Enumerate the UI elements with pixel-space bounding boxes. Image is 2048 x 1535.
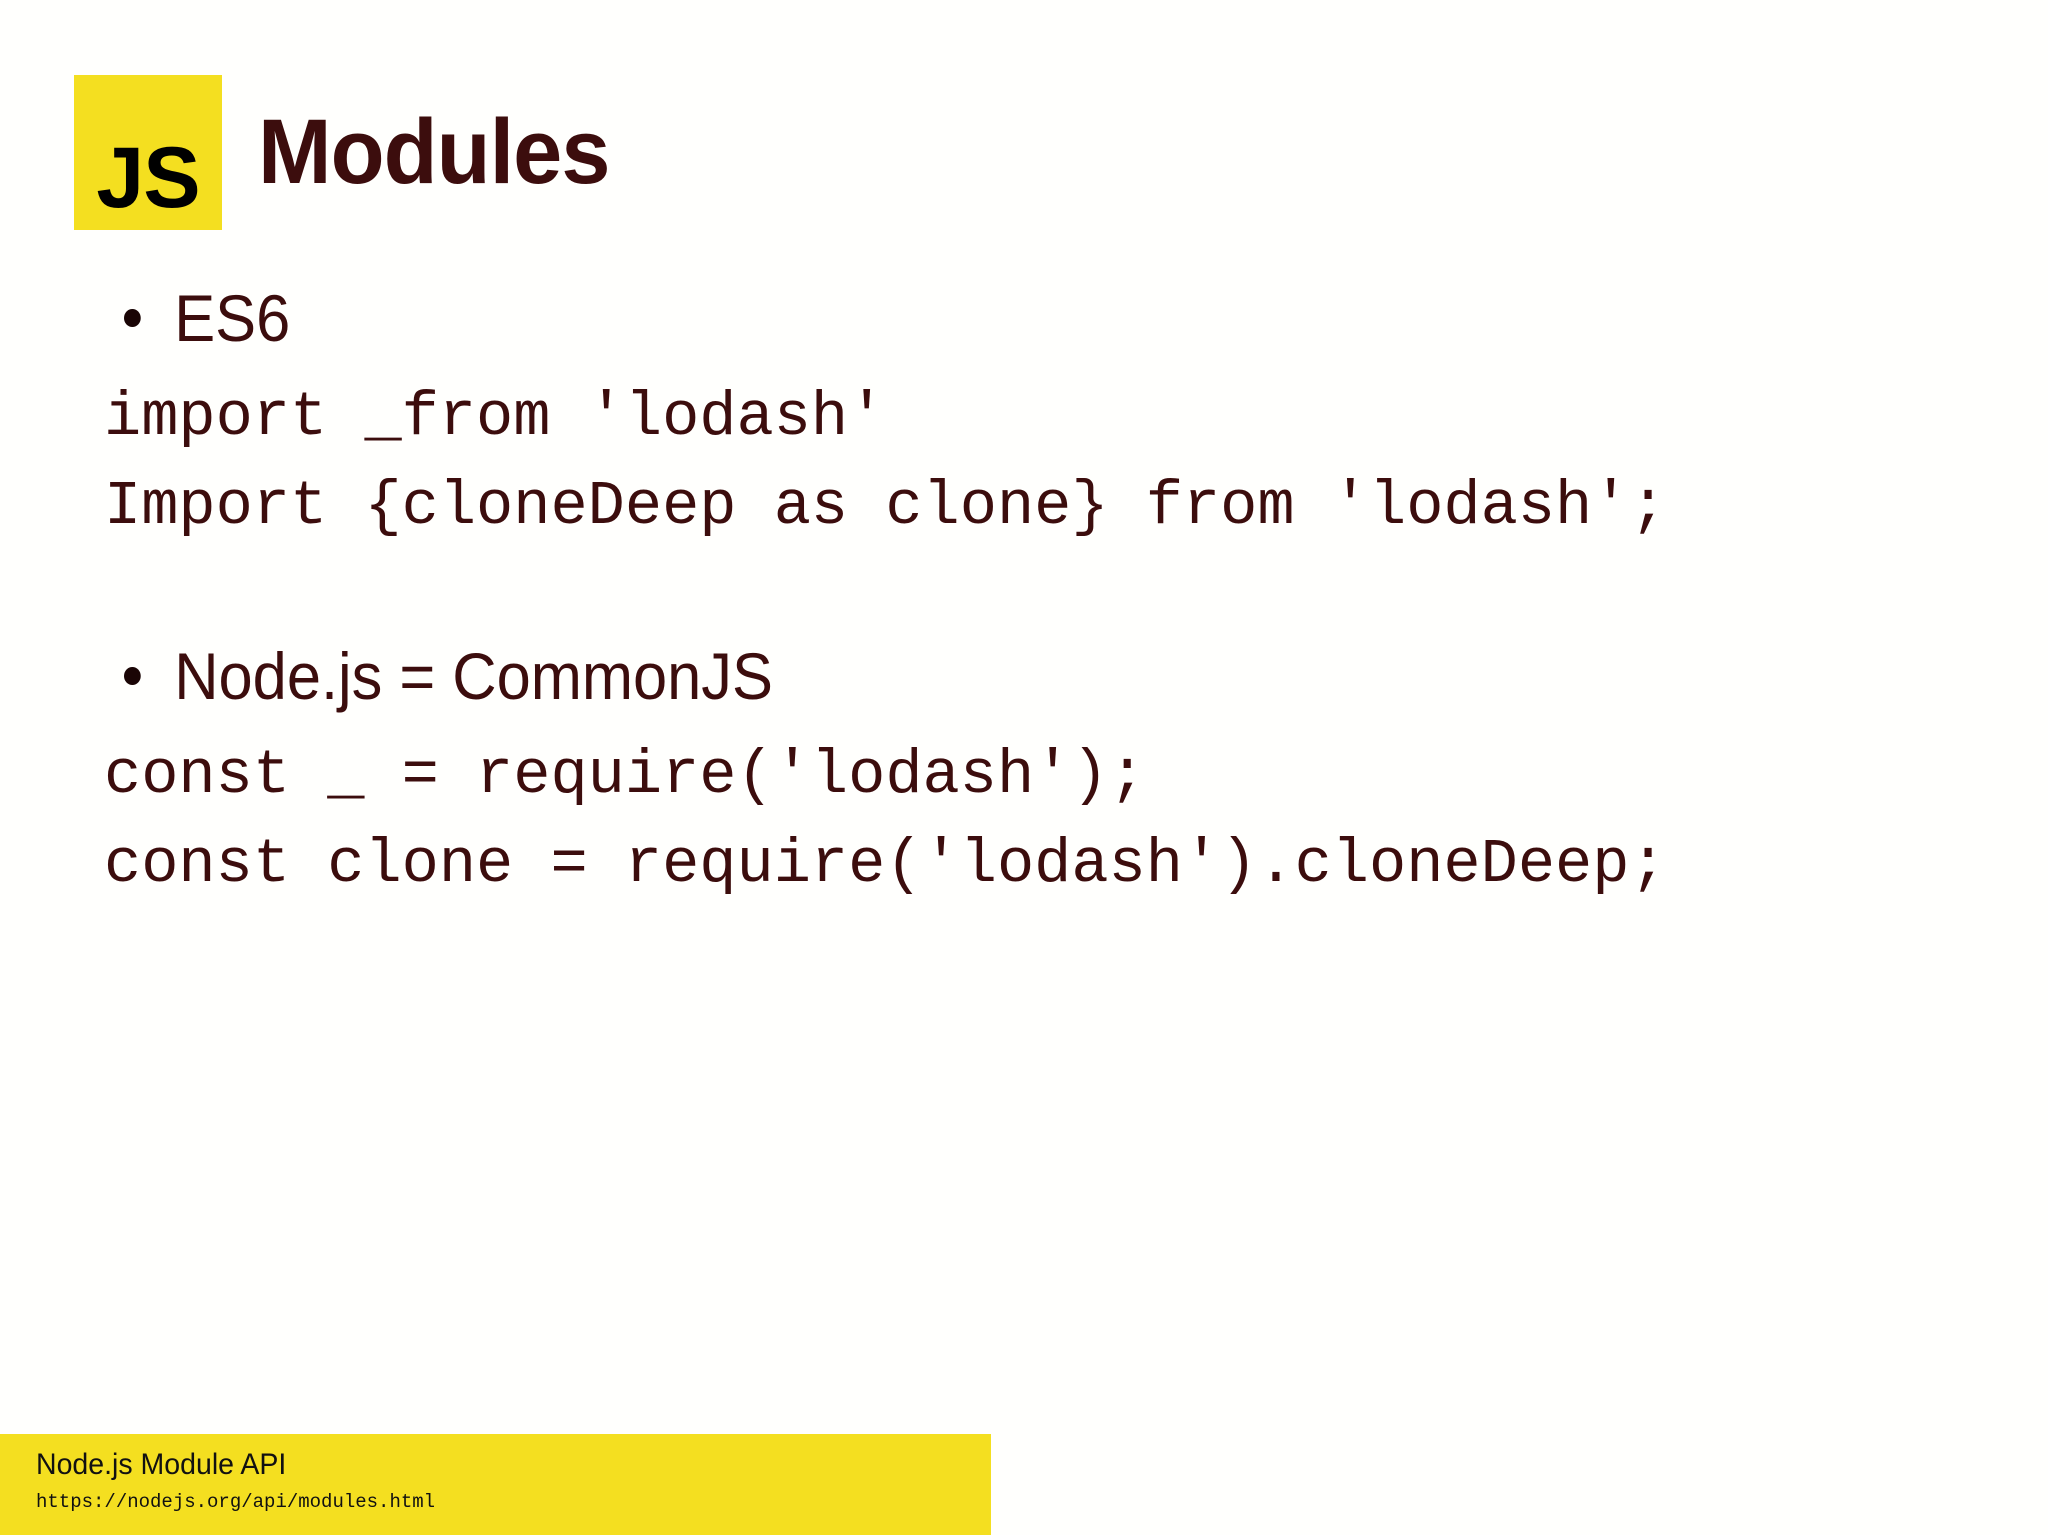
- spacer: [0, 453, 2048, 471]
- bullet-dot-icon: [124, 309, 141, 327]
- slide-body: ES6 import _from 'lodash' Import {cloneD…: [0, 280, 2048, 900]
- footer-reference-bar: Node.js Module API https://nodejs.org/ap…: [0, 1434, 991, 1535]
- footer-title: Node.js Module API: [36, 1448, 287, 1481]
- bullet-item-nodejs: Node.js = CommonJS: [124, 638, 1913, 714]
- spacer: [0, 714, 2048, 740]
- js-badge-label: JS: [96, 130, 200, 227]
- spacer: [0, 356, 2048, 382]
- spacer: [0, 811, 2048, 829]
- bullet-dot-icon: [124, 667, 141, 685]
- code-line-node-1: const _ = require('lodash');: [104, 740, 1146, 811]
- bullet-label-nodejs: Node.js = CommonJS: [174, 639, 773, 713]
- spacer: [0, 542, 2048, 638]
- slide-header: JS Modules: [74, 75, 624, 230]
- bullet-item-es6: ES6: [124, 280, 1913, 356]
- page-title: Modules: [258, 101, 610, 203]
- code-line-es6-1: import _from 'lodash': [104, 382, 886, 453]
- code-line-node-2: const clone = require('lodash').cloneDee…: [104, 829, 1667, 900]
- code-line-es6-2: Import {cloneDeep as clone} from 'lodash…: [104, 471, 1667, 542]
- javascript-logo-icon: JS: [74, 75, 222, 230]
- footer-url-link[interactable]: https://nodejs.org/api/modules.html: [36, 1491, 436, 1513]
- bullet-label-es6: ES6: [174, 281, 291, 355]
